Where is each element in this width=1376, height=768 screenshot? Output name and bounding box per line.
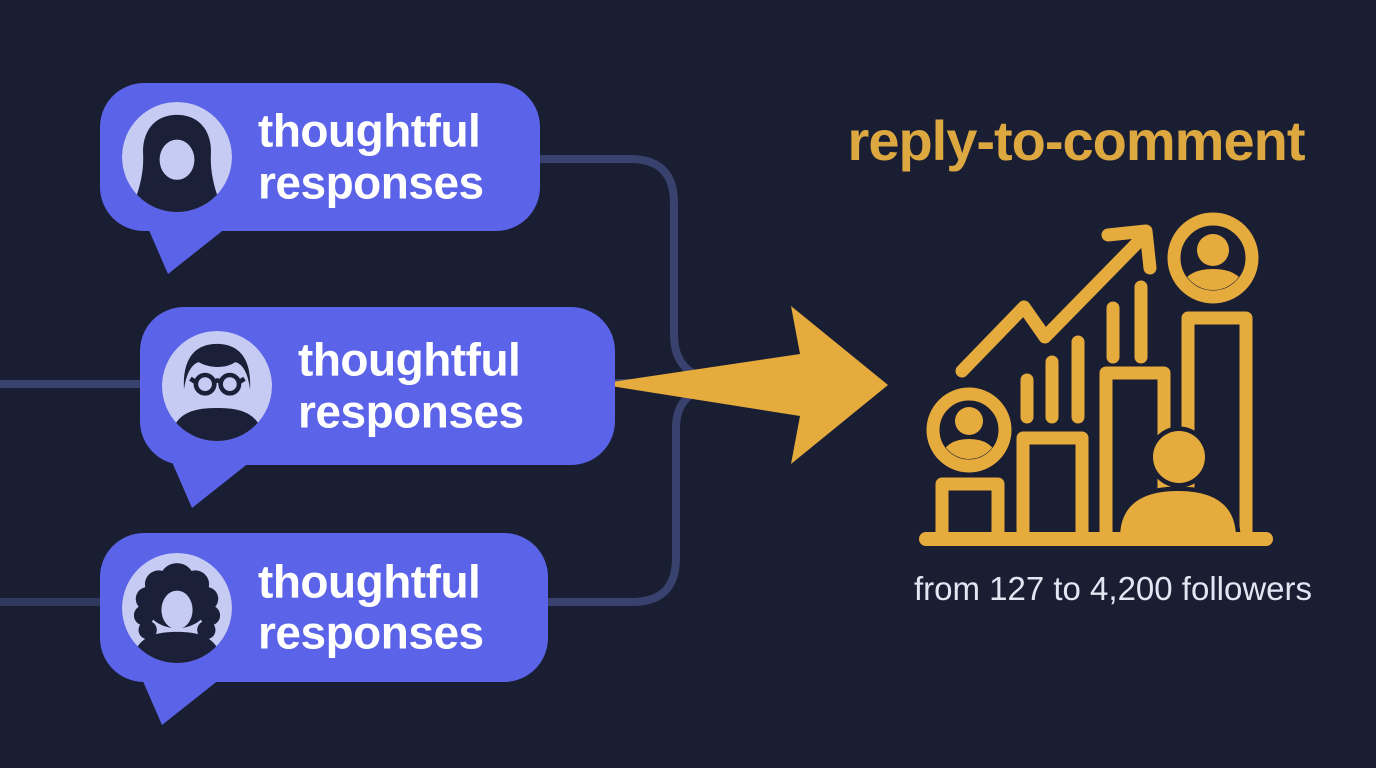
bar-4 [1181, 311, 1253, 543]
bar-2 [1016, 431, 1089, 543]
page-title: reply-to-comment [847, 109, 1306, 172]
speech-bubble-1: thoughtful responses [100, 83, 540, 274]
follower-badge-left-icon [926, 387, 1012, 473]
bar-1 [935, 477, 1005, 543]
badge-shoulders [1181, 269, 1245, 290]
merge-arrow-icon [598, 306, 888, 464]
growth-dashes [1020, 280, 1148, 424]
person-head [1148, 426, 1210, 488]
person-silhouette-icon [1115, 426, 1241, 551]
follower-badge-top-icon [1167, 212, 1259, 304]
speech-tail-icon [142, 679, 220, 725]
bubble-text-line-1: thoughtful [298, 333, 521, 386]
bubble-text: thoughtful responses [258, 554, 484, 659]
bubble-text-line-2: responses [258, 156, 484, 208]
bubble-text: thoughtful responses [258, 105, 484, 208]
trend-arrowhead [1101, 224, 1157, 275]
growth-bar-chart-with-people-icon [919, 212, 1273, 551]
trend-arrow-icon [955, 224, 1157, 378]
trend-line [955, 232, 1148, 378]
badge-head [1197, 234, 1229, 266]
bubble-text: thoughtful responses [298, 334, 524, 437]
result-caption: from 127 to 4,200 followers [913, 570, 1313, 607]
badge-ring [1167, 212, 1259, 304]
bubble-text-line-2: responses [258, 606, 484, 659]
speech-tail-icon [172, 462, 250, 508]
woman-bob-avatar-icon [122, 102, 232, 212]
speech-bubble-2: thoughtful responses [140, 307, 615, 508]
bubble-text-line-2: responses [298, 385, 524, 437]
bubble-text-line-1: thoughtful [258, 554, 481, 607]
badge-ring [926, 387, 1012, 473]
bubble-text-line-1: thoughtful [258, 104, 481, 157]
badge-shoulders [940, 439, 998, 459]
badge-head [955, 407, 983, 435]
speech-tail-icon [148, 228, 226, 274]
speech-bubble-3: thoughtful responses [100, 533, 548, 725]
woman-curly-avatar-icon [122, 552, 232, 663]
man-glasses-avatar-icon [162, 331, 272, 441]
